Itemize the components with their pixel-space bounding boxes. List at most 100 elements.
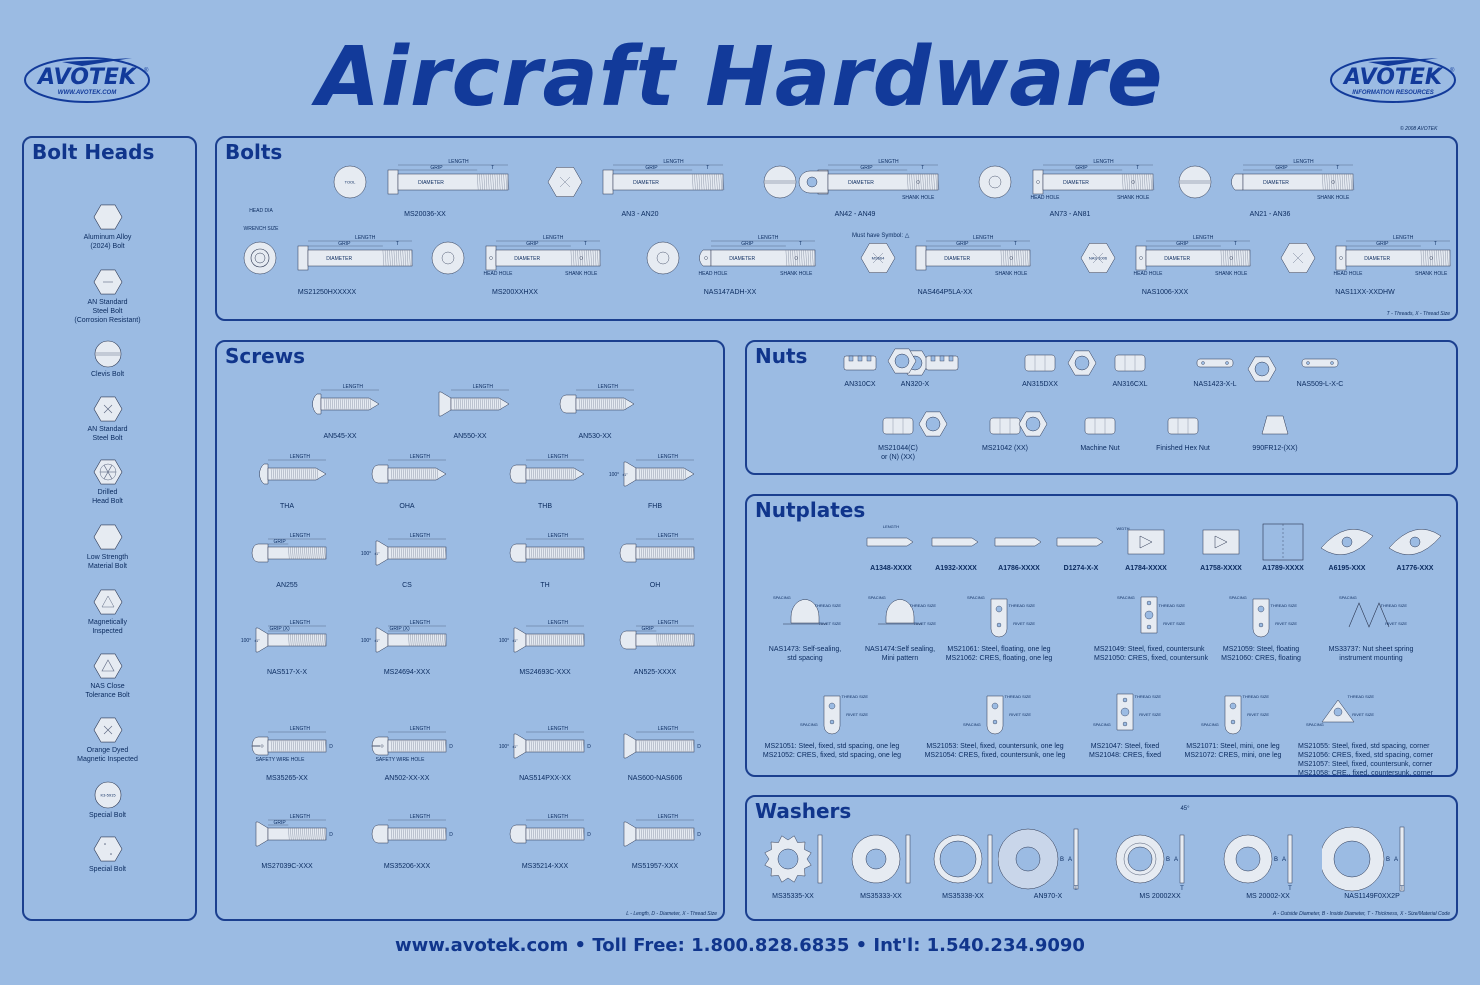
dimension-label: 100° xyxy=(499,744,509,750)
part-label: Clevis Bolt xyxy=(90,371,125,378)
part-drawing-icon xyxy=(94,340,121,368)
dimension-label: SHANK HOLE xyxy=(780,271,813,277)
dimension-label: LENGTH xyxy=(290,726,311,732)
dimension-label: ±1° xyxy=(374,552,380,556)
logo-registered-mark: ® xyxy=(1450,67,1455,74)
dimension-label: Must have Symbol: △ xyxy=(852,233,910,239)
dimension-label: LENGTH xyxy=(658,620,679,626)
washer-item: MS35338-XX xyxy=(928,822,998,901)
nut-icon xyxy=(918,411,948,437)
dimension-label: SHANK HOLE xyxy=(1215,271,1248,277)
part-label: A1789-XXXX xyxy=(1262,565,1304,572)
dimension-label: ±1° xyxy=(374,639,380,643)
bolt-head-item: Special Bolt xyxy=(45,835,170,874)
head-marking: TOOL xyxy=(345,180,357,185)
dimension-label: RIVET SIZE xyxy=(1385,621,1407,626)
dimension-label: SHANK HOLE xyxy=(1317,195,1350,201)
part-label: NAS1473: Self-sealing,std spacing xyxy=(768,646,842,662)
part-drawing-icon xyxy=(882,417,914,435)
part-drawing-icon: LENGTH xyxy=(866,524,914,547)
dimension-label: A xyxy=(1174,857,1178,863)
avotek-logo-icon: AVOTEK ® INFORMATION RESOURCES xyxy=(1330,57,1456,103)
part-drawing-icon: LENGTH xyxy=(259,454,327,485)
part-label: AN255 xyxy=(276,582,298,589)
dimension-label: SPACING xyxy=(773,595,791,600)
logo-name: AVOTEK xyxy=(36,65,138,90)
dimension-label: GRIP xyxy=(1376,241,1389,247)
nut-icon xyxy=(925,355,959,371)
dimension-label: SPACING xyxy=(967,595,985,600)
dimension-label: LENGTH xyxy=(410,814,431,820)
dimension-label: SPACING xyxy=(1117,595,1135,600)
part-label: Special Bolt xyxy=(89,866,126,873)
dimension-label: LENGTH xyxy=(883,524,899,529)
dimension-label: HEAD HOLE xyxy=(484,271,514,277)
dimension-label: T xyxy=(1074,886,1078,892)
part-label: Special Bolt xyxy=(89,812,126,819)
dimension-label: LENGTH xyxy=(290,533,311,539)
nutplate-item: D1274-X-X xyxy=(1050,520,1112,573)
dimension-label: SHANK HOLE xyxy=(995,271,1028,277)
dimension-label: RIVET SIZE xyxy=(914,621,936,626)
dimension-label: HEAD HOLE xyxy=(1031,195,1061,201)
dimension-label: GRIP xyxy=(956,241,969,247)
part-label: A1786-XXXX xyxy=(998,565,1040,572)
part-label: MS35206-XXX xyxy=(383,863,431,870)
part-label: A6195-XXX xyxy=(1328,565,1366,572)
part-drawing-icon xyxy=(93,459,122,485)
dimension-label: GRIP xyxy=(1176,241,1189,247)
head-marking: K3-5915 xyxy=(100,793,116,798)
bevel-angle-note: 45° xyxy=(1170,800,1200,819)
part-drawing-icon xyxy=(93,524,122,550)
part-label: Finished Hex Nut xyxy=(1156,445,1210,452)
dimension-label: LENGTH xyxy=(410,620,431,626)
dimension-label: SHANK HOLE xyxy=(1415,271,1448,277)
nutplate-item: LENGTH A1348-XXXX xyxy=(860,520,922,573)
dimension-label: LENGTH xyxy=(1193,235,1214,241)
part-drawing-icon xyxy=(1262,523,1304,561)
dimension-label: GRIP xyxy=(430,165,443,171)
dimension-label: THREAD SIZE xyxy=(1243,694,1270,699)
dimension-label: DIAMETER xyxy=(326,256,352,262)
dimension-label: D xyxy=(587,832,591,838)
part-drawing-icon xyxy=(1114,354,1146,372)
dimension-label: HEAD DIA xyxy=(249,208,273,214)
dimension-label: RIVET SIZE xyxy=(1247,712,1269,717)
dimension-label: LENGTH xyxy=(290,620,311,626)
part-label: MS24694-XXX xyxy=(383,669,431,676)
nutplate-item: A1786-XXXX xyxy=(988,520,1050,573)
dimension-label: GRIP xyxy=(273,820,286,826)
part-label: A1348-XXXX xyxy=(870,565,912,572)
panel-note: L - Length, D - Diameter, X - Thread Siz… xyxy=(626,911,717,917)
dimension-label: LENGTH xyxy=(973,235,994,241)
part-label: MS21250HXXXXX xyxy=(297,289,357,296)
